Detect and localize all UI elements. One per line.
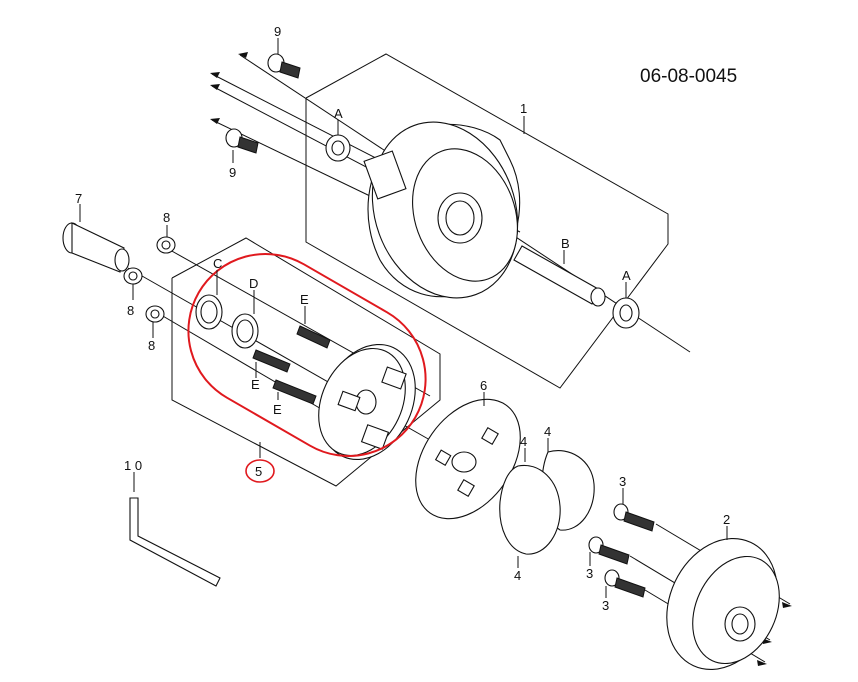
nut-8-a bbox=[156, 236, 176, 254]
label-9-top: 9 bbox=[274, 24, 281, 39]
label-4-b: 4 bbox=[520, 434, 527, 449]
label-3-b: 3 bbox=[586, 566, 593, 581]
bearing-a-lower bbox=[612, 297, 640, 329]
label-e-2: E bbox=[251, 377, 260, 392]
bolt-3-c bbox=[604, 569, 646, 598]
bolt-9-lower bbox=[225, 128, 259, 154]
part-7-sleeve bbox=[62, 222, 130, 273]
stud-e-2 bbox=[252, 349, 291, 373]
label-1: 1 bbox=[520, 101, 527, 116]
label-e-1: E bbox=[300, 292, 309, 307]
bearing-c bbox=[195, 294, 223, 330]
label-4-a: 4 bbox=[544, 424, 551, 439]
nut-8-c bbox=[145, 305, 165, 323]
label-6: 6 bbox=[480, 378, 487, 393]
shaft-b bbox=[513, 245, 606, 307]
disk-6 bbox=[415, 398, 521, 520]
label-b: B bbox=[561, 236, 570, 251]
bolt-3-b bbox=[588, 536, 630, 565]
label-a-upper: A bbox=[334, 106, 343, 121]
label-9-lower: 9 bbox=[229, 165, 236, 180]
label-3-c: 3 bbox=[602, 598, 609, 613]
stud-e-1 bbox=[296, 325, 331, 349]
bearing-d bbox=[231, 313, 259, 349]
assembly-box-1 bbox=[305, 53, 669, 389]
label-d: D bbox=[249, 276, 258, 291]
stud-e-3 bbox=[272, 379, 317, 405]
label-e-3: E bbox=[273, 402, 282, 417]
highlight-ellipse bbox=[187, 253, 427, 457]
leader-lines bbox=[79, 38, 728, 598]
label-8-a: 8 bbox=[163, 210, 170, 225]
hex-key-10 bbox=[129, 497, 221, 587]
label-7: 7 bbox=[75, 191, 82, 206]
bolt-9-top bbox=[267, 53, 301, 79]
label-a-lower: A bbox=[622, 268, 631, 283]
label-2: 2 bbox=[723, 512, 730, 527]
label-8-b: 8 bbox=[127, 303, 134, 318]
label-10: 1 0 bbox=[124, 458, 142, 473]
label-c: C bbox=[213, 256, 222, 271]
hub-plate bbox=[318, 343, 416, 461]
label-8-c: 8 bbox=[148, 338, 155, 353]
label-3-a: 3 bbox=[619, 474, 626, 489]
bolt-3-a bbox=[613, 503, 655, 532]
nut-8-b bbox=[123, 267, 143, 285]
coupling-4-front bbox=[499, 464, 561, 555]
label-5-circle bbox=[245, 459, 275, 483]
label-4-c: 4 bbox=[514, 568, 521, 583]
drawing-number: 06-08-0045 bbox=[640, 66, 737, 87]
bearing-a-upper bbox=[325, 134, 351, 162]
hub-2 bbox=[666, 538, 780, 670]
assembly-box-5 bbox=[171, 237, 441, 487]
callout-labels: 9 9 1 A B A 7 8 8 8 C D E E E 5 6 4 4 4 … bbox=[75, 24, 730, 613]
drum-1 bbox=[363, 121, 521, 299]
label-5: 5 bbox=[255, 464, 262, 479]
